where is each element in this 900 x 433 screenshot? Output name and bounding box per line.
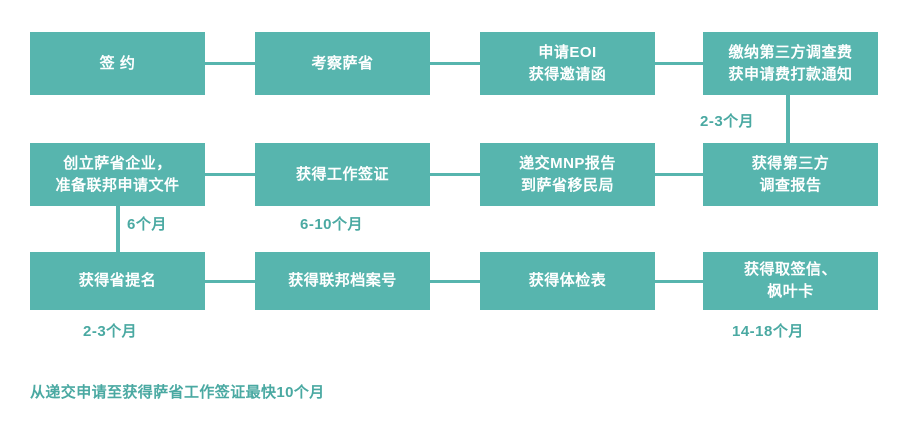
flow-node-label: 获得体检表 xyxy=(528,272,607,290)
flow-node-label: 递交MNP报告 到萨省移民局 xyxy=(519,154,616,194)
duration-label-2-3-months-bottom: 2-3个月 xyxy=(83,323,138,340)
flow-node-label: 获得省提名 xyxy=(78,272,157,290)
flow-node-label: 考察萨省 xyxy=(311,54,374,72)
flow-node-label: 签 约 xyxy=(99,54,136,72)
flow-node-third-party-report[interactable]: 获得第三方 调查报告 xyxy=(703,143,878,206)
duration-label-6-months: 6个月 xyxy=(127,216,167,233)
connector-row2-row3-col1 xyxy=(116,206,120,252)
duration-label-6-10-months: 6-10个月 xyxy=(300,216,364,233)
flow-node-medical-exam-form[interactable]: 获得体检表 xyxy=(480,252,655,310)
connector-row3-2-3 xyxy=(430,280,480,283)
flow-node-label: 申请EOI 获得邀请函 xyxy=(528,43,607,83)
connector-row3-3-4 xyxy=(655,280,703,283)
connector-row1-1-2 xyxy=(205,62,255,65)
flow-node-visit-saskatchewan[interactable]: 考察萨省 xyxy=(255,32,430,95)
flow-node-provincial-nomination[interactable]: 获得省提名 xyxy=(30,252,205,310)
flow-node-label: 获得联邦档案号 xyxy=(288,272,397,290)
flow-node-pay-third-party-fee[interactable]: 缴纳第三方调查费 获申请费打款通知 xyxy=(703,32,878,95)
flow-node-label: 获得取签信、 枫叶卡 xyxy=(743,261,837,300)
flow-node-federal-file-number[interactable]: 获得联邦档案号 xyxy=(255,252,430,310)
connector-row3-1-2 xyxy=(205,280,255,283)
connector-row1-3-4 xyxy=(655,62,703,65)
connector-row1-2-3 xyxy=(430,62,480,65)
footer-note: 从递交申请至获得萨省工作签证最快10个月 xyxy=(30,384,325,401)
connector-row2-3-4 xyxy=(655,173,703,176)
flow-node-visa-letter-pr-card[interactable]: 获得取签信、 枫叶卡 xyxy=(703,252,878,310)
flow-node-label: 缴纳第三方调查费 获申请费打款通知 xyxy=(728,43,853,83)
connector-row2-1-2 xyxy=(205,173,255,176)
flow-node-apply-eoi[interactable]: 申请EOI 获得邀请函 xyxy=(480,32,655,95)
flow-node-label: 创立萨省企业， 准备联邦申请文件 xyxy=(55,154,180,194)
connector-row1-row2-col4 xyxy=(786,95,790,143)
flow-node-obtain-work-permit[interactable]: 获得工作签证 xyxy=(255,143,430,206)
flow-node-sign-contract[interactable]: 签 约 xyxy=(30,32,205,95)
flow-node-establish-company[interactable]: 创立萨省企业， 准备联邦申请文件 xyxy=(30,143,205,206)
duration-label-14-18-months: 14-18个月 xyxy=(732,323,804,340)
flow-node-label: 获得第三方 调查报告 xyxy=(751,154,830,194)
flow-node-submit-mnp-report[interactable]: 递交MNP报告 到萨省移民局 xyxy=(480,143,655,206)
connector-row2-2-3 xyxy=(430,173,480,176)
flow-node-label: 获得工作签证 xyxy=(295,165,389,183)
duration-label-2-3-months-top: 2-3个月 xyxy=(700,113,755,130)
